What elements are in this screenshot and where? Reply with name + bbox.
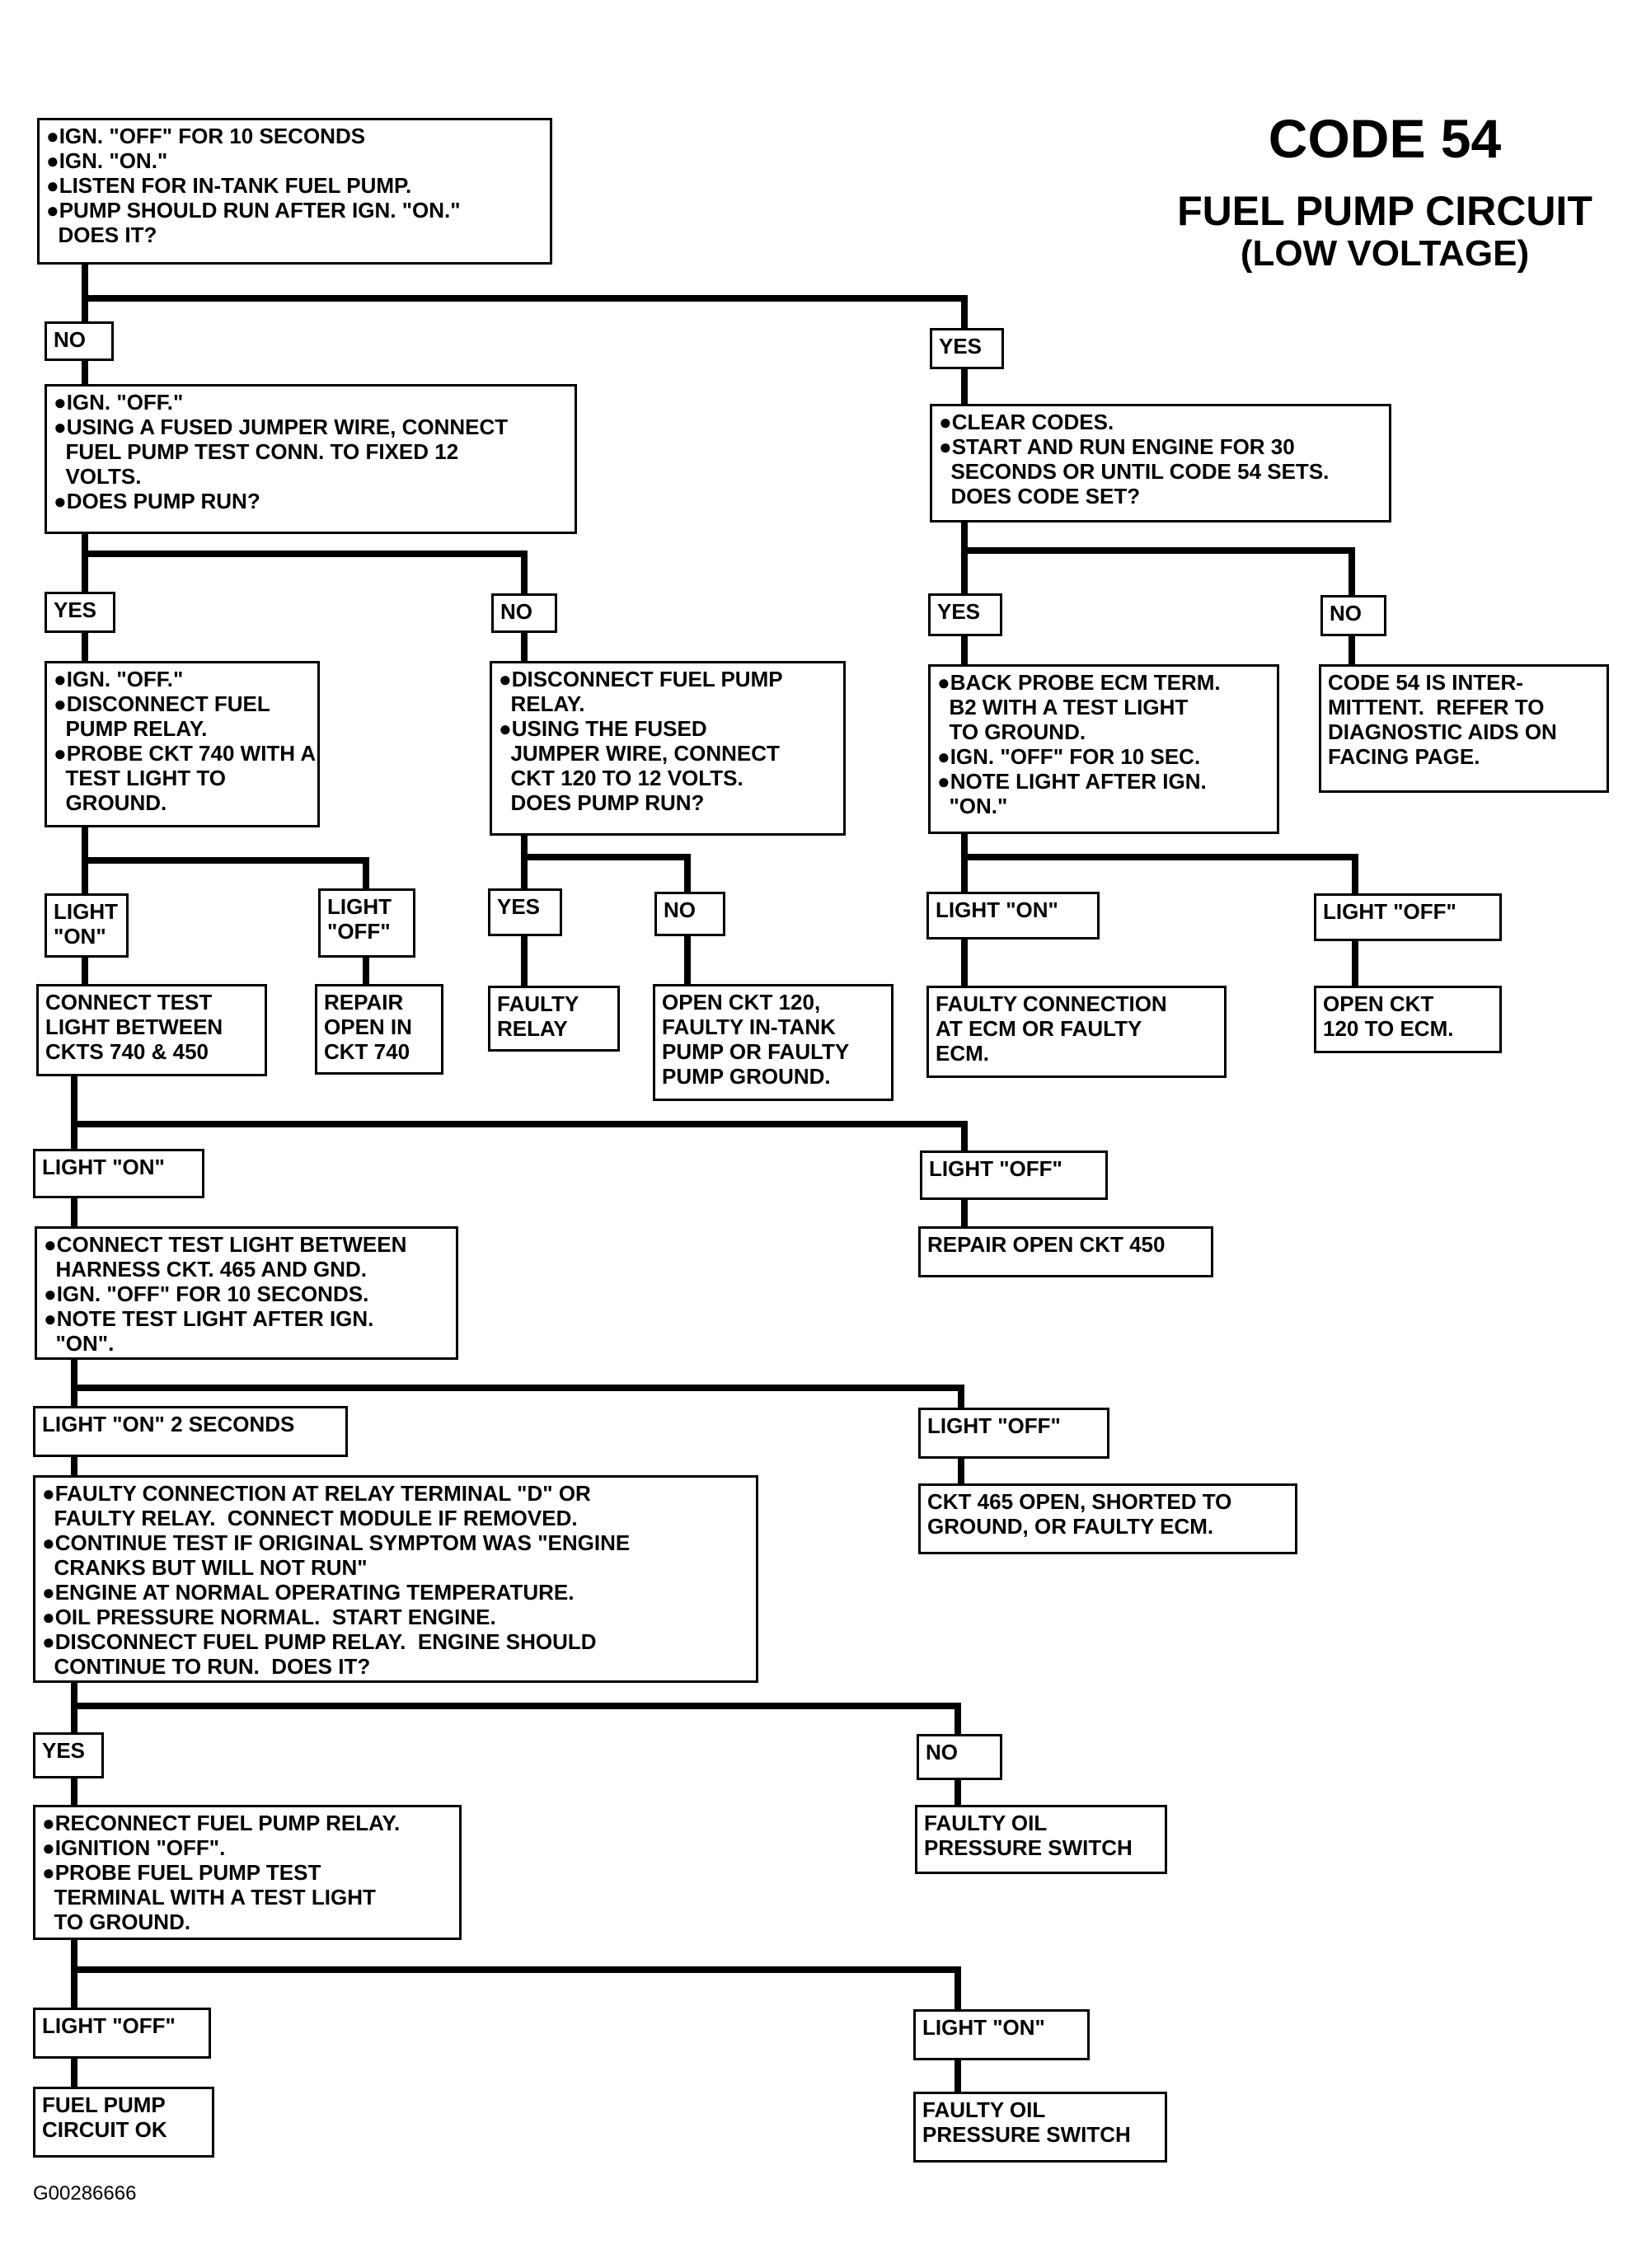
- connector-line: [71, 1703, 961, 1737]
- result-ckt-465-open: CKT 465 OPEN, SHORTED TO GROUND, OR FAUL…: [918, 1483, 1297, 1554]
- result-code-intermittent: CODE 54 IS INTER- MITTENT. REFER TO DIAG…: [1319, 664, 1609, 793]
- connector-line: [82, 295, 968, 331]
- result-faulty-relay: FAULTY RELAY: [488, 986, 620, 1052]
- step-back-probe-ecm: ●BACK PROBE ECM TERM. B2 WITH A TEST LIG…: [928, 664, 1279, 834]
- connector-line: [521, 854, 691, 895]
- result-open-ckt-120-pump: OPEN CKT 120, FAULTY IN-TANK PUMP OR FAU…: [653, 984, 894, 1101]
- result-open-ckt-120-ecm: OPEN CKT 120 TO ECM.: [1314, 986, 1502, 1053]
- connector-line: [961, 547, 1355, 598]
- label-light-on-ecm: LIGHT "ON": [926, 892, 1100, 940]
- label-light-off-465: LIGHT "OFF": [918, 1408, 1109, 1459]
- result-faulty-oil-pressure-switch-2: FAULTY OIL PRESSURE SWITCH: [913, 2092, 1167, 2163]
- label-no-jumper: NO: [491, 593, 557, 633]
- label-yes-code-sets: YES: [928, 593, 1002, 636]
- connector-line: [82, 551, 528, 597]
- label-light-off-450: LIGHT "OFF": [920, 1150, 1108, 1200]
- result-faulty-oil-pressure-switch-1: FAULTY OIL PRESSURE SWITCH: [915, 1805, 1167, 1874]
- label-yes-jumper: YES: [45, 592, 115, 633]
- label-light-on-pump-test: LIGHT "ON": [913, 2009, 1090, 2060]
- connector-line: [71, 1966, 961, 2013]
- result-faulty-ecm-connection: FAULTY CONNECTION AT ECM OR FAULTY ECM.: [926, 986, 1227, 1078]
- label-light-on-740: LIGHT "ON": [45, 893, 129, 958]
- label-light-off-740: LIGHT "OFF": [318, 888, 415, 958]
- connector-line: [961, 854, 1358, 897]
- label-yes-pump-runs: YES: [930, 328, 1004, 369]
- step-probe-ckt-740: ●IGN. "OFF." ●DISCONNECT FUEL PUMP RELAY…: [45, 661, 320, 827]
- label-no-engine-runs: NO: [917, 1734, 1002, 1780]
- label-light-on-2-seconds: LIGHT "ON" 2 SECONDS: [33, 1406, 348, 1457]
- label-no-relay: NO: [654, 892, 725, 936]
- step-ignition-listen: ●IGN. "OFF" FOR 10 SECONDS ●IGN. "ON." ●…: [37, 118, 552, 265]
- figure-id: G00286666: [33, 2182, 137, 2205]
- result-repair-open-ckt-450: REPAIR OPEN CKT 450: [918, 1226, 1213, 1277]
- connector-line: [71, 1121, 968, 1154]
- label-light-off-pump-test: LIGHT "OFF": [33, 2008, 211, 2059]
- step-fused-jumper-test: ●IGN. "OFF." ●USING A FUSED JUMPER WIRE,…: [45, 384, 577, 534]
- step-clear-codes: ●CLEAR CODES. ●START AND RUN ENGINE FOR …: [930, 404, 1391, 522]
- step-reconnect-relay: ●RECONNECT FUEL PUMP RELAY. ●IGNITION "O…: [33, 1805, 462, 1940]
- diagram-title: FUEL PUMP CIRCUIT: [1177, 188, 1592, 234]
- label-yes-engine-runs: YES: [33, 1732, 104, 1778]
- result-fuel-pump-circuit-ok: FUEL PUMP CIRCUIT OK: [33, 2087, 214, 2158]
- label-yes-relay: YES: [488, 888, 562, 936]
- connector-line: [71, 1385, 964, 1411]
- diagram-subtitle: (LOW VOLTAGE): [1240, 233, 1530, 274]
- step-relay-terminal-d: ●FAULTY CONNECTION AT RELAY TERMINAL "D"…: [33, 1475, 758, 1683]
- label-no-code-sets: NO: [1320, 595, 1386, 636]
- label-light-on-450: LIGHT "ON": [33, 1149, 204, 1198]
- label-light-off-ecm: LIGHT "OFF": [1314, 893, 1502, 941]
- step-relay-jumper-test: ●DISCONNECT FUEL PUMP RELAY. ●USING THE …: [490, 661, 846, 836]
- code-title: CODE 54: [1268, 108, 1502, 169]
- step-connect-test-light-740-450: CONNECT TEST LIGHT BETWEEN CKTS 740 & 45…: [36, 984, 267, 1076]
- step-harness-ckt-465: ●CONNECT TEST LIGHT BETWEEN HARNESS CKT.…: [35, 1226, 458, 1360]
- label-no-pump-runs: NO: [45, 321, 114, 361]
- result-repair-open-ckt-740: REPAIR OPEN IN CKT 740: [315, 984, 443, 1075]
- connector-line: [82, 857, 369, 892]
